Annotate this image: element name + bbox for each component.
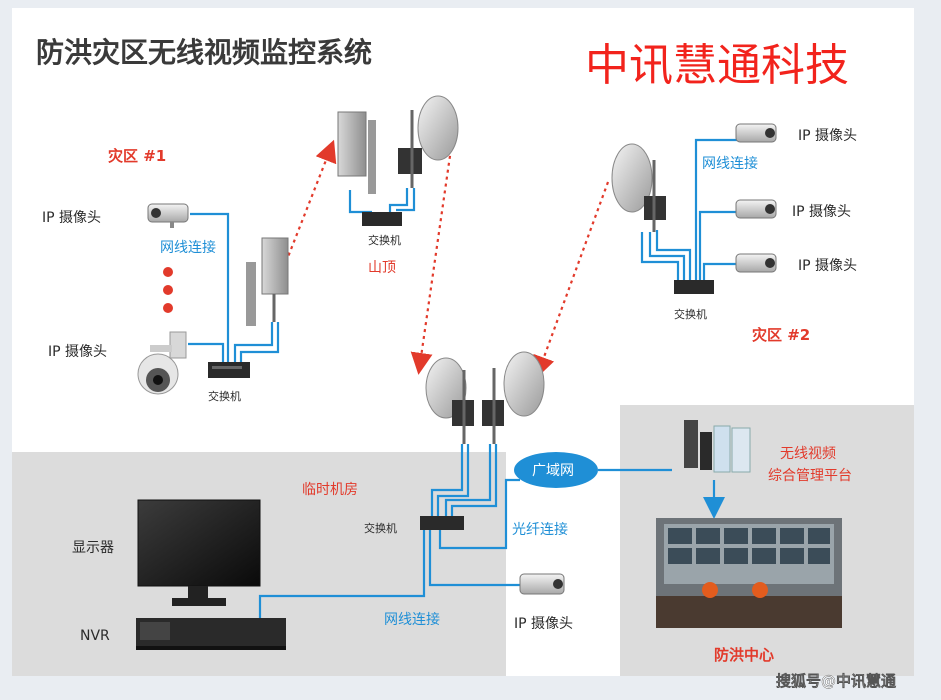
mountain-switch-label: 交换机 <box>368 233 401 247</box>
wan-strip-background <box>506 452 620 676</box>
monitor-icon <box>137 499 261 606</box>
watermark-text: 搜狐号@中讯慧通 <box>776 672 896 690</box>
fiber-label: 光纤连接 <box>512 521 568 538</box>
zone2-title: 灾区 #2 <box>752 326 810 344</box>
zone1-cable-label: 网线连接 <box>160 239 216 256</box>
mountain-dish-antenna-icon <box>398 95 459 188</box>
zone2-switch-icon <box>674 280 714 294</box>
temp-room-dish-right-icon <box>482 351 545 444</box>
flood-center-title: 防洪中心 <box>714 646 774 664</box>
more-cameras-dots <box>163 267 173 313</box>
zone1-camera-top-label: IP 摄像头 <box>42 210 101 226</box>
zone1-camera-bottom-label: IP 摄像头 <box>48 344 107 360</box>
zone1-dome-camera-icon <box>137 331 187 395</box>
zone2-camera2-label: IP 摄像头 <box>792 204 851 220</box>
zone2-camera1-label: IP 摄像头 <box>798 128 857 144</box>
zone1-switch-icon <box>208 362 250 378</box>
zone2-dish-antenna-icon <box>611 143 666 232</box>
brand-logo-text: 中讯慧通科技 <box>585 40 849 91</box>
wan-cloud-icon <box>514 452 598 488</box>
mountain-panel-antenna-icon <box>337 111 376 194</box>
zone1-panel-antenna-icon <box>246 237 289 326</box>
temp-room-dish-left-icon <box>425 357 474 444</box>
mountain-switch-icon <box>362 212 402 226</box>
mountain-title: 山顶 <box>368 260 396 276</box>
zone1-title: 灾区 #1 <box>108 147 166 165</box>
server-stack-icon <box>684 420 751 473</box>
wan-label: 广域网 <box>532 463 574 479</box>
monitor-label: 显示器 <box>72 540 114 556</box>
zone2-camera1-icon <box>735 123 777 143</box>
nvr-icon <box>136 618 286 650</box>
temp-room-bullet-camera-icon <box>519 573 565 595</box>
page-title: 防洪灾区无线视频监控系统 <box>36 36 372 69</box>
platform-label-line1: 无线视频 <box>780 446 836 462</box>
zone1-bullet-camera-icon <box>147 203 189 228</box>
temp-room-title: 临时机房 <box>302 482 358 498</box>
zone2-camera2-icon <box>735 199 777 219</box>
wireless-links <box>284 139 610 379</box>
zone1-switch-label: 交换机 <box>208 389 241 403</box>
temp-room-cable-label: 网线连接 <box>384 611 440 628</box>
zone2-switch-label: 交换机 <box>674 307 707 321</box>
platform-label-line2: 综合管理平台 <box>768 468 852 484</box>
temp-room-camera-label: IP 摄像头 <box>514 616 573 632</box>
control-room-photo-icon <box>656 518 842 628</box>
nvr-label: NVR <box>80 628 110 644</box>
zone2-camera3-label: IP 摄像头 <box>798 258 857 274</box>
temp-room-switch-icon <box>420 516 464 530</box>
zone2-camera3-icon <box>735 253 777 273</box>
ethernet-cables <box>188 138 738 640</box>
temp-room-switch-label: 交换机 <box>364 521 397 535</box>
zone2-cable-label: 网线连接 <box>702 155 758 172</box>
